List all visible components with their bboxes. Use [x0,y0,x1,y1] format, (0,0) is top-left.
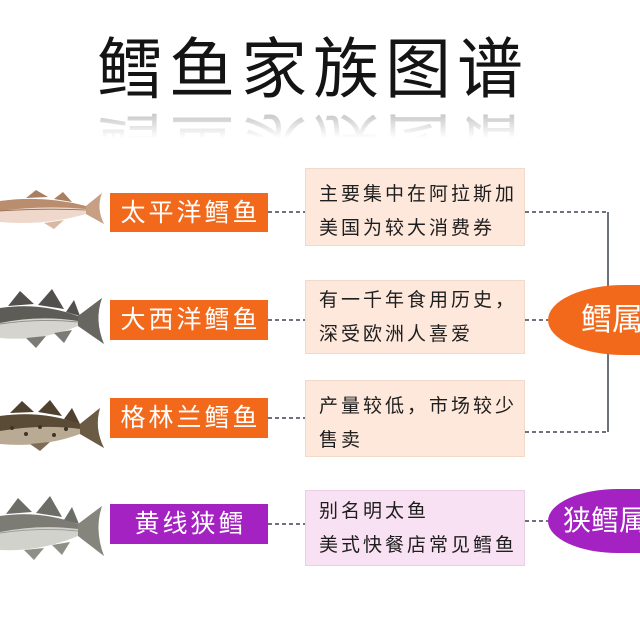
fish-dorsal-fin [38,400,62,416]
description-line: 美式快餐店常见鳕鱼 [319,534,518,556]
fish-spot [52,433,56,437]
fish-dorsal-fin [66,300,80,316]
species-label-pacific-cod: 太平洋鳕鱼 [110,193,268,232]
fish-tail [86,193,104,224]
fish-tail [78,298,104,344]
fish-spot [64,427,68,431]
fish-dorsal-fin [64,408,80,424]
page-title: 鳕鱼家族图谱 [97,31,529,108]
fish-lateral-line [0,208,87,212]
species-description-pollock: 别名明太鱼 美式快餐店常见鳕鱼 [305,490,525,566]
fish-back [0,306,78,323]
fish-anal-fin [44,220,64,229]
fish-tail [80,408,104,448]
fish-lateral-line [0,319,79,325]
description-line: 有一千年食用历史， [319,289,518,311]
fish-ventral-fin [30,442,50,451]
fish-dorsal-fin [38,289,64,309]
fish-ventral-fin [52,542,70,555]
description-line: 别名明太鱼 [319,500,430,522]
species-label-greenland-cod: 格林兰鳕鱼 [110,398,268,438]
fish-tail [78,506,104,556]
fish-ventral-fin [26,336,46,348]
fish-spot [10,426,14,430]
species-label-pollock: 黄线狭鳕 [110,504,268,544]
fish-lateral-line [0,528,79,534]
fish-dorsal-fin [64,507,79,524]
description-line: 深受欧洲人喜爱 [319,323,474,345]
fish-back [0,514,78,532]
description-line: 售卖 [319,429,364,451]
species-description-pacific-cod: 主要集中在阿拉斯加 美国为较大消费券 [305,168,525,246]
fish-dorsal-fin [36,496,62,517]
pollock-fish-image [0,496,104,560]
description-line: 产量较低，市场较少 [319,395,518,417]
fish-back [0,414,80,431]
description-line: 美国为较大消费券 [319,217,496,239]
fish-ventral-fin [24,548,44,560]
pacific-cod-fish-image [0,190,104,229]
species-description-greenland-cod: 产量较低，市场较少 售卖 [305,380,525,457]
fish-dorsal-fin [10,401,34,413]
fish-back [0,198,86,211]
fish-ventral-fin [54,330,72,343]
species-description-atlantic-cod: 有一千年食用历史， 深受欧洲人喜爱 [305,280,525,354]
description-line: 主要集中在阿拉斯加 [319,183,518,205]
greenland-cod-fish-image [0,400,104,451]
fish-spot [38,425,42,429]
fish-dorsal-fin [26,190,48,198]
species-label-atlantic-cod: 大西洋鳕鱼 [110,300,268,340]
fish-dorsal-fin [54,192,72,202]
fish-spot [24,432,28,436]
atlantic-cod-fish-image [0,289,104,348]
fish-dorsal-fin [8,291,34,306]
fish-dorsal-fin [6,498,32,514]
